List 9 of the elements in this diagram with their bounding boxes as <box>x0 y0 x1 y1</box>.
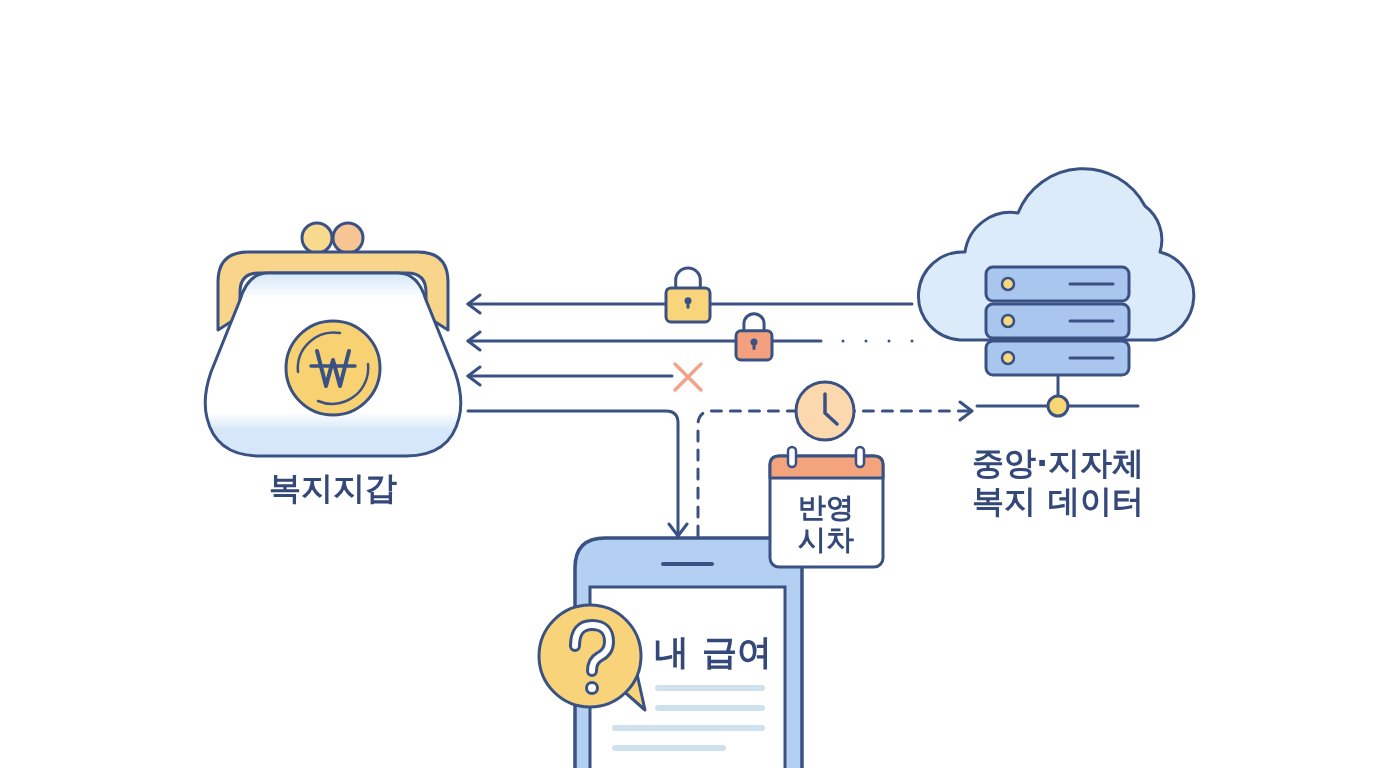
cloud-label: 중앙·지자체 복지 데이터 <box>970 444 1146 520</box>
partly-dotted-arrow <box>466 330 914 352</box>
arrow <box>466 365 674 387</box>
elbow-arrow <box>466 409 689 538</box>
calendar-label: 반영 시차 <box>797 492 855 556</box>
dashed-arrow <box>696 400 974 538</box>
screen-title: 내 급여 <box>653 631 773 674</box>
arrow <box>466 293 914 315</box>
wallet-label: 복지지갑 <box>268 468 398 508</box>
